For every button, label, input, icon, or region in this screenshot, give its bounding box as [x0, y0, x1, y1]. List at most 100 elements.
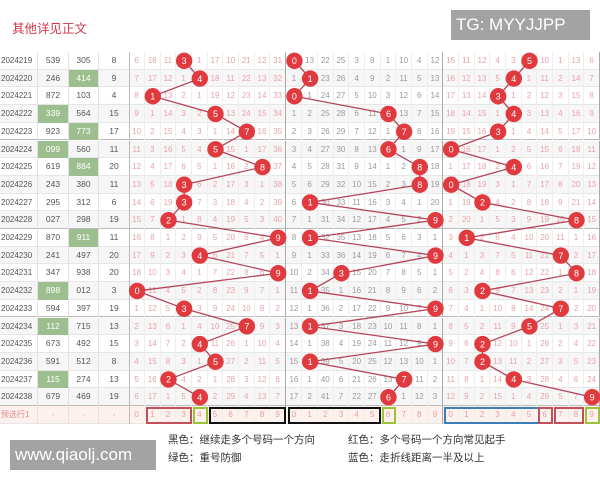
omission-cell: 9 — [208, 299, 224, 318]
omission-cell: 1 — [192, 264, 208, 283]
preselect-digit[interactable]: 7 — [396, 406, 412, 424]
omission-cell: 4 — [255, 229, 271, 247]
omission-cell: 21 — [569, 193, 585, 212]
omission-cell: 13 — [490, 352, 506, 371]
omission-cell: 33 — [318, 246, 334, 265]
omission-cell: 3 — [255, 211, 271, 229]
omission-cell: 2 — [553, 69, 569, 88]
issue-number: 2024238 — [0, 388, 38, 406]
hit-cell — [302, 282, 318, 300]
issue-number: 2024222 — [0, 105, 38, 123]
omission-cell: 2 — [176, 335, 192, 353]
omission-cell: 18 — [428, 158, 444, 176]
omission-cell: 22 — [239, 69, 255, 88]
omission-cell: 2 — [396, 158, 412, 176]
preselect-digit[interactable]: 7 — [553, 406, 569, 424]
omission-cell: 1 — [443, 158, 459, 176]
hit-cell — [302, 69, 318, 88]
preselect-digit[interactable]: 0 — [129, 406, 145, 424]
omission-cell: 3 — [522, 370, 538, 389]
omission-cell: 1 — [569, 282, 585, 300]
draw-number-2: 469 — [69, 388, 99, 406]
omission-cell: 21 — [239, 52, 255, 70]
preselect-digit[interactable]: 9 — [428, 406, 444, 424]
preselect-digit[interactable]: 4 — [506, 406, 522, 424]
omission-cell: 3 — [459, 282, 475, 300]
omission-cell: 1 — [192, 352, 208, 371]
omission-cell: 2 — [569, 299, 585, 318]
omission-cell: 18 — [129, 264, 145, 283]
omission-cell: 28 — [537, 370, 553, 389]
omission-cell: 29 — [537, 388, 553, 406]
omission-cell: 9 — [365, 69, 381, 88]
omission-cell: 9 — [381, 299, 397, 318]
omission-cell: 1 — [161, 229, 177, 247]
preselect-digit[interactable]: 4 — [349, 406, 365, 424]
preselect-digit[interactable]: 5 — [522, 406, 538, 424]
preselect-digit[interactable]: 6 — [223, 406, 239, 424]
omission-cell: 1 — [428, 264, 444, 283]
preselect-digit[interactable]: 2 — [161, 406, 177, 424]
preselect-digit[interactable]: 5 — [208, 406, 224, 424]
omission-cell: 6 — [287, 193, 303, 212]
omission-cell: 10 — [412, 352, 428, 371]
omission-cell: 36 — [270, 140, 286, 159]
omission-cell: 5 — [349, 87, 365, 106]
green-box — [585, 407, 600, 424]
hit-cell — [129, 282, 145, 300]
omission-cell: 15 — [129, 211, 145, 229]
omission-cell: 19 — [161, 193, 177, 212]
omission-cell: 16 — [145, 52, 161, 70]
draw-number-1: 027 — [38, 211, 69, 229]
preselect-digit[interactable]: 0 — [287, 406, 303, 424]
omission-cell: 22 — [365, 299, 381, 318]
omission-cell: 7 — [270, 388, 286, 406]
omission-cell: 20 — [365, 264, 381, 283]
omission-cell: 2 — [287, 122, 303, 141]
preselect-digit[interactable]: 7 — [239, 406, 255, 424]
omission-cell: 14 — [490, 370, 506, 389]
preselect-digit[interactable]: 1 — [302, 406, 318, 424]
omission-cell: 8 — [365, 52, 381, 70]
omission-cell: 12 — [443, 388, 459, 406]
preselect-digit[interactable]: 2 — [318, 406, 334, 424]
hit-cell — [569, 264, 585, 283]
preselect-digit[interactable]: 8 — [255, 406, 271, 424]
hit-cell — [490, 87, 506, 106]
omission-cell: 7 — [145, 211, 161, 229]
omission-cell: 24 — [223, 299, 239, 318]
omission-cell: 27 — [537, 352, 553, 371]
omission-cell: 30 — [334, 140, 350, 159]
draw-number-2: 715 — [69, 317, 99, 336]
preselect-digit[interactable]: 3 — [490, 406, 506, 424]
omission-cell: 1 — [553, 317, 569, 336]
omission-cell: 12 — [255, 370, 271, 389]
omission-cell: 13 — [287, 317, 303, 336]
preselect-digit[interactable]: 1 — [145, 406, 161, 424]
preselect-digit[interactable]: 1 — [459, 406, 475, 424]
hit-cell — [443, 175, 459, 194]
omission-cell: 11 — [287, 282, 303, 300]
preselect-digit[interactable]: 8 — [412, 406, 428, 424]
preselect-digit[interactable]: 0 — [443, 406, 459, 424]
preselect-digit[interactable]: 3 — [334, 406, 350, 424]
omission-cell: 8 — [145, 229, 161, 247]
omission-cell: 7 — [239, 246, 255, 265]
omission-cell: 14 — [584, 193, 600, 212]
sum-value: 3 — [99, 282, 130, 300]
omission-cell: 9 — [553, 193, 569, 212]
omission-cell: 5 — [412, 264, 428, 283]
omission-cell: 7 — [208, 264, 224, 283]
omission-cell: 12 — [287, 299, 303, 318]
omission-cell: 26 — [334, 69, 350, 88]
hit-cell — [475, 335, 491, 353]
omission-cell: 7 — [553, 158, 569, 176]
omission-cell: 16 — [145, 370, 161, 389]
omission-cell: 18 — [584, 264, 600, 283]
preselect-sum: - — [99, 406, 130, 424]
omission-cell: 3 — [506, 211, 522, 229]
omission-cell: 5 — [176, 388, 192, 406]
omission-cell: 12 — [584, 158, 600, 176]
preselect-digit[interactable]: 2 — [475, 406, 491, 424]
